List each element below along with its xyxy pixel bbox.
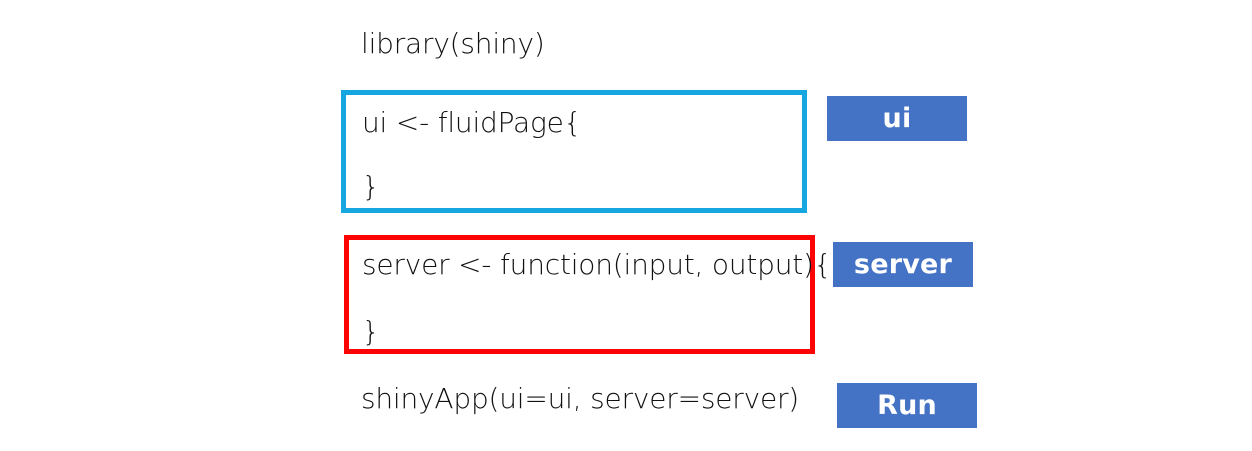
server-code-block: server <- function(input, output){ }	[344, 235, 832, 354]
library-code-line: library(shiny)	[361, 27, 545, 60]
ui-block-open-line: ui <- fluidPage{	[362, 106, 582, 139]
server-block-open-line: server <- function(input, output){	[362, 248, 832, 281]
server-block-close-line: }	[362, 315, 380, 348]
ui-button[interactable]: ui	[827, 96, 967, 141]
shinyapp-code-line: shinyApp(ui=ui, server=server)	[361, 382, 800, 415]
server-button-label: server	[853, 249, 953, 280]
ui-code-block: ui <- fluidPage{ }	[341, 90, 807, 213]
ui-block-close-line: }	[362, 170, 380, 203]
server-button[interactable]: server	[833, 242, 973, 287]
run-button-label: Run	[877, 390, 937, 421]
ui-button-label: ui	[882, 103, 912, 134]
run-button[interactable]: Run	[837, 383, 977, 428]
